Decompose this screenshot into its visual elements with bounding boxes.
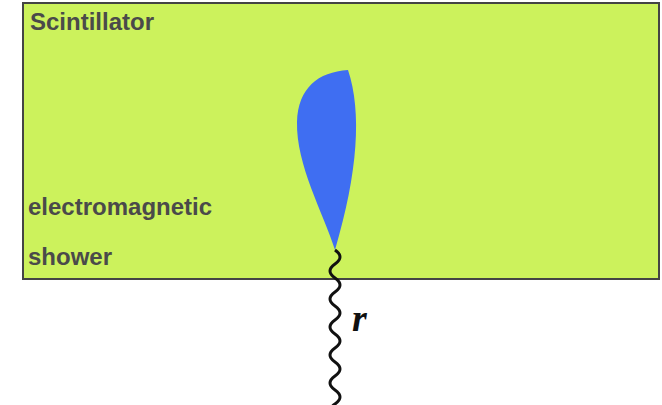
photon-wave [330, 250, 340, 405]
block-title: Scintillator [30, 8, 154, 36]
particle-symbol: r [352, 296, 367, 340]
shower-label: electromagnetic shower [28, 182, 243, 282]
shower-drop [297, 70, 356, 250]
